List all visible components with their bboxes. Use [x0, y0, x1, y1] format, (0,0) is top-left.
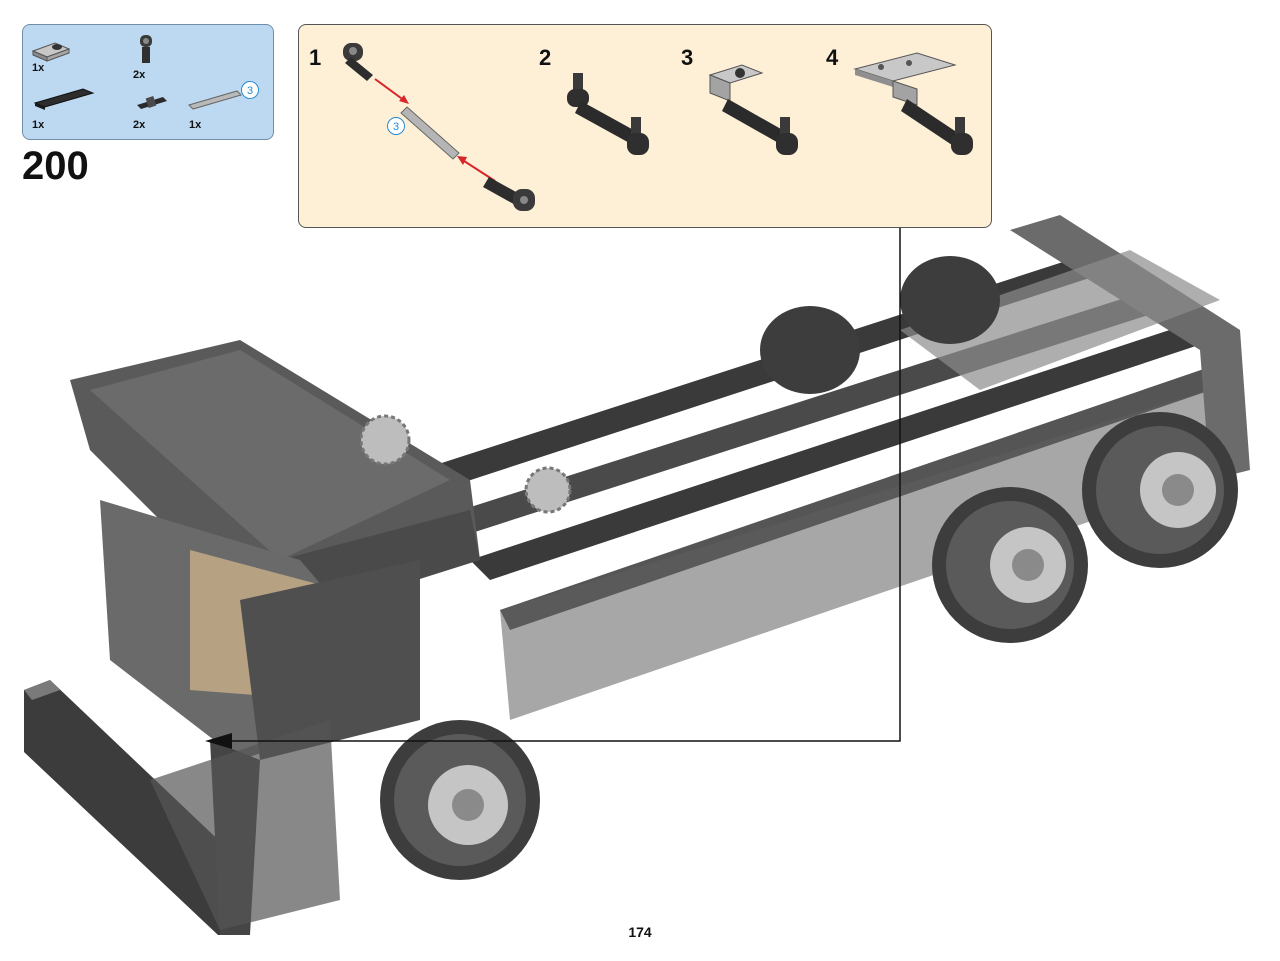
substep-number: 4	[826, 45, 839, 70]
parts-list-box: 1x 2x 1x 2x 3 1x	[22, 24, 274, 140]
axle-pin-icon	[137, 96, 167, 109]
substep-number: 3	[681, 45, 694, 70]
substep-3-assembly	[708, 64, 798, 155]
subassembly-box: 1 2 3 4 3	[298, 24, 992, 228]
substep-4-assembly	[853, 52, 973, 155]
substep-number: 2	[539, 45, 552, 70]
axle-length-callout: 3	[241, 81, 259, 99]
placement-callout-line	[215, 228, 901, 742]
part-qty: 2x	[133, 119, 146, 131]
part-qty: 1x	[32, 62, 45, 74]
part-qty: 1x	[189, 119, 202, 131]
part-qty: 1x	[32, 119, 45, 131]
step-number: 200	[22, 144, 89, 188]
rear-wheel	[1082, 412, 1238, 568]
plate-with-pin-icon	[31, 42, 71, 62]
placement-arrow-icon	[205, 733, 232, 749]
front-wheel	[380, 720, 540, 880]
grey-axle-icon	[188, 90, 242, 110]
gear	[359, 414, 411, 466]
page-number: 174	[628, 924, 652, 940]
rear-wheel	[760, 306, 860, 394]
cab	[70, 340, 480, 760]
substep-2-assembly	[567, 73, 649, 155]
front-bumper	[24, 680, 340, 935]
rear-wheel	[932, 487, 1088, 643]
gear	[524, 466, 572, 514]
substep-1-parts	[343, 43, 535, 211]
black-plate-icon	[33, 88, 95, 110]
axle-length-callout: 3	[387, 117, 405, 135]
substep-number: 1	[309, 45, 322, 70]
part-qty: 2x	[133, 69, 146, 81]
pin-connector-icon	[140, 35, 152, 63]
rear-wheel	[900, 256, 1000, 344]
